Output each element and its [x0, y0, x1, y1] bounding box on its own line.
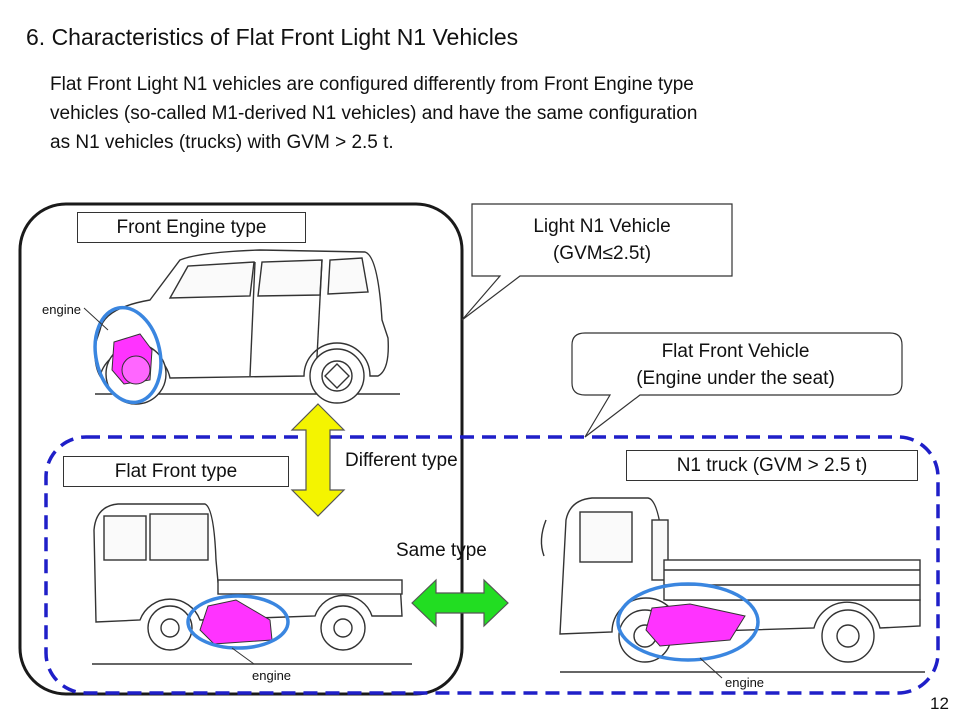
intro-line: Flat Front Light N1 vehicles are configu…	[50, 74, 694, 95]
page-number: 12	[930, 694, 949, 713]
flat-front-label: Flat Front type	[63, 456, 289, 487]
flat-front-line2: (Engine under the seat)	[636, 368, 835, 389]
engine-label-flat-front: engine	[252, 668, 292, 683]
flat-front-line1: Flat Front Vehicle	[661, 341, 810, 362]
flat-front-truck-drawing	[92, 503, 412, 665]
light-n1-line1: Light N1 Vehicle	[533, 216, 671, 237]
flat-front-group-border	[44, 435, 940, 695]
light-n1-callout	[461, 203, 733, 321]
n1-truck-drawing	[540, 497, 925, 673]
engine-label-n1-truck: engine	[725, 675, 765, 690]
different-type-label: Different type	[345, 450, 458, 471]
same-type-arrow	[411, 578, 509, 628]
intro-line: as N1 vehicles (trucks) with GVM > 2.5 t…	[50, 132, 394, 153]
flat-front-callout	[571, 332, 903, 438]
different-type-arrow	[290, 403, 346, 517]
n1-truck-label: N1 truck (GVM > 2.5 t)	[626, 450, 918, 481]
light-n1-line2: (GVM≤2.5t)	[552, 243, 652, 264]
same-type-label: Same type	[396, 540, 487, 561]
light-n1-callout-text: Light N1 Vehicle (GVM≤2.5t)	[472, 213, 732, 267]
intro-paragraph: Flat Front Light N1 vehicles are configu…	[50, 70, 900, 157]
page-title: 6. Characteristics of Flat Front Light N…	[26, 24, 519, 50]
n1-truck-highlight	[616, 582, 760, 679]
flat-front-callout-text: Flat Front Vehicle (Engine under the sea…	[570, 338, 901, 392]
front-engine-highlight	[83, 305, 163, 405]
engine-label-car: engine	[42, 302, 82, 317]
front-engine-car-drawing	[94, 249, 400, 405]
front-engine-label: Front Engine type	[77, 212, 306, 243]
intro-line: vehicles (so-called M1-derived N1 vehicl…	[50, 103, 698, 124]
flat-front-highlight	[186, 594, 290, 665]
